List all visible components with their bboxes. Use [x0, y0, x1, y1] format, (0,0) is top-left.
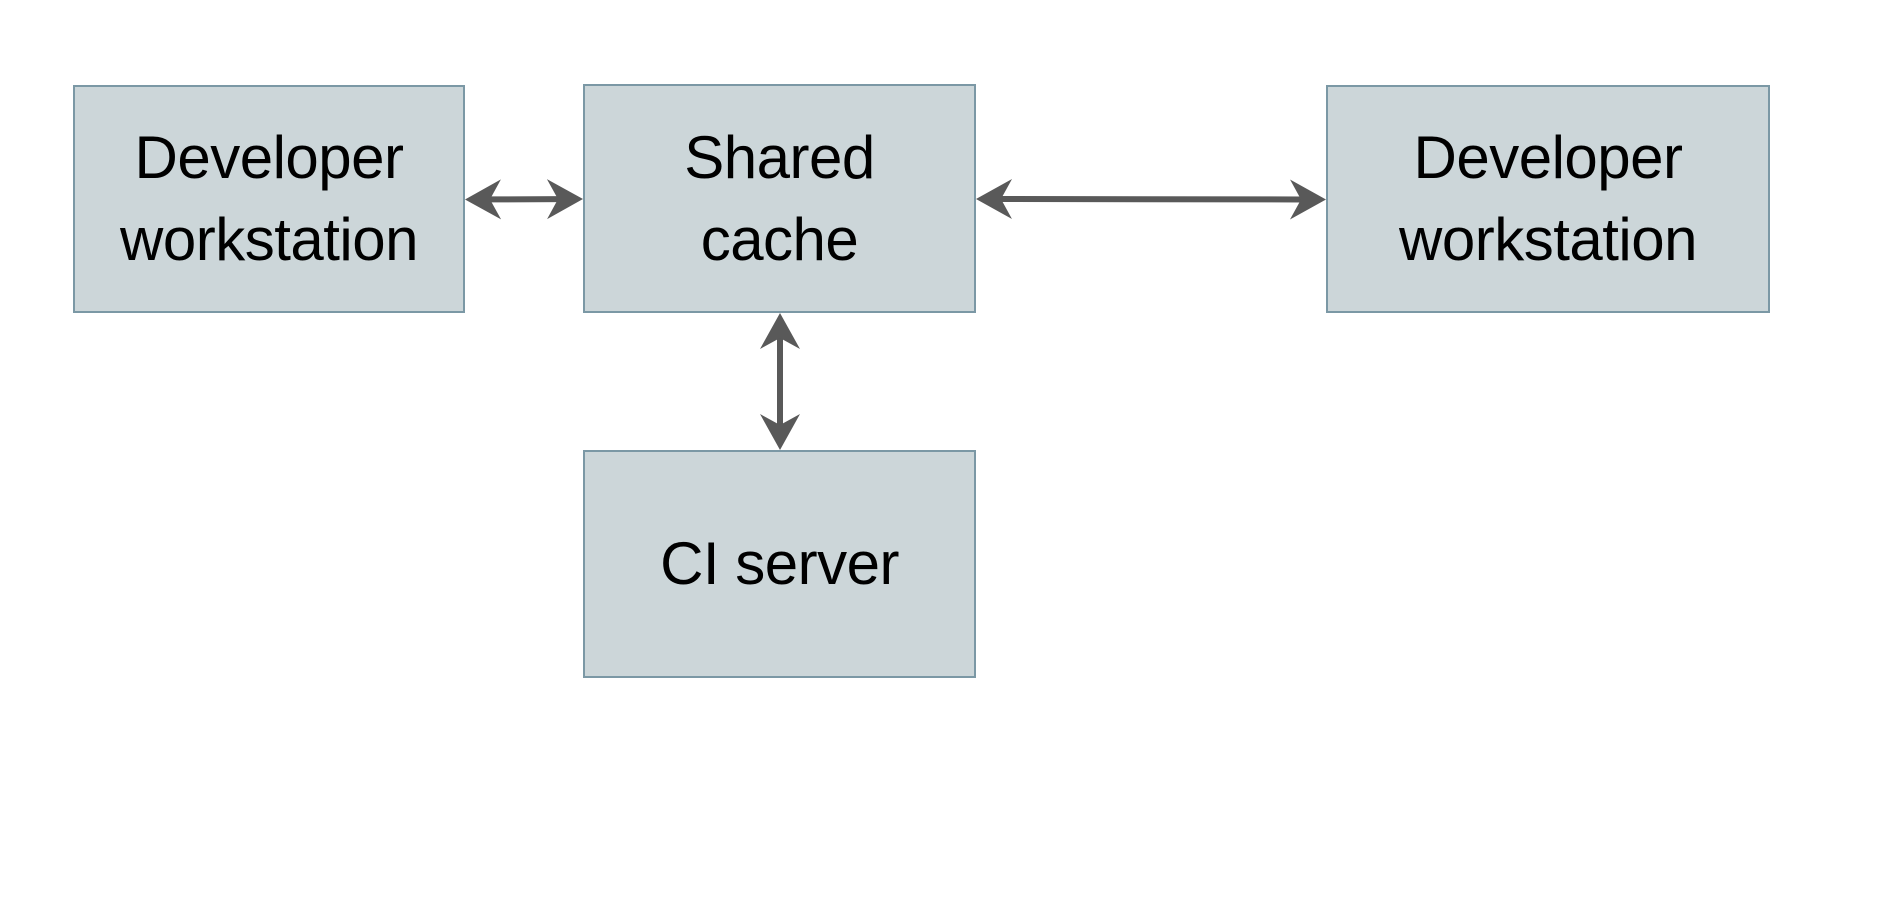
- node-developer-workstation-left[interactable]: Developer workstation: [73, 85, 465, 313]
- node-label: Developer workstation: [1399, 124, 1697, 273]
- edge-left-workstation-to-cache[interactable]: [441, 175, 607, 224]
- edge-cache-to-right-workstation[interactable]: [952, 175, 1350, 224]
- node-label: Developer workstation: [120, 124, 418, 273]
- node-shared-cache[interactable]: Shared cache: [583, 84, 976, 313]
- node-label: Shared cache: [684, 123, 875, 273]
- edge-cache-to-ci-server[interactable]: [756, 289, 805, 474]
- node-label: CI server: [660, 530, 899, 598]
- node-developer-workstation-right[interactable]: Developer workstation: [1326, 85, 1770, 313]
- node-ci-server[interactable]: CI server: [583, 450, 976, 678]
